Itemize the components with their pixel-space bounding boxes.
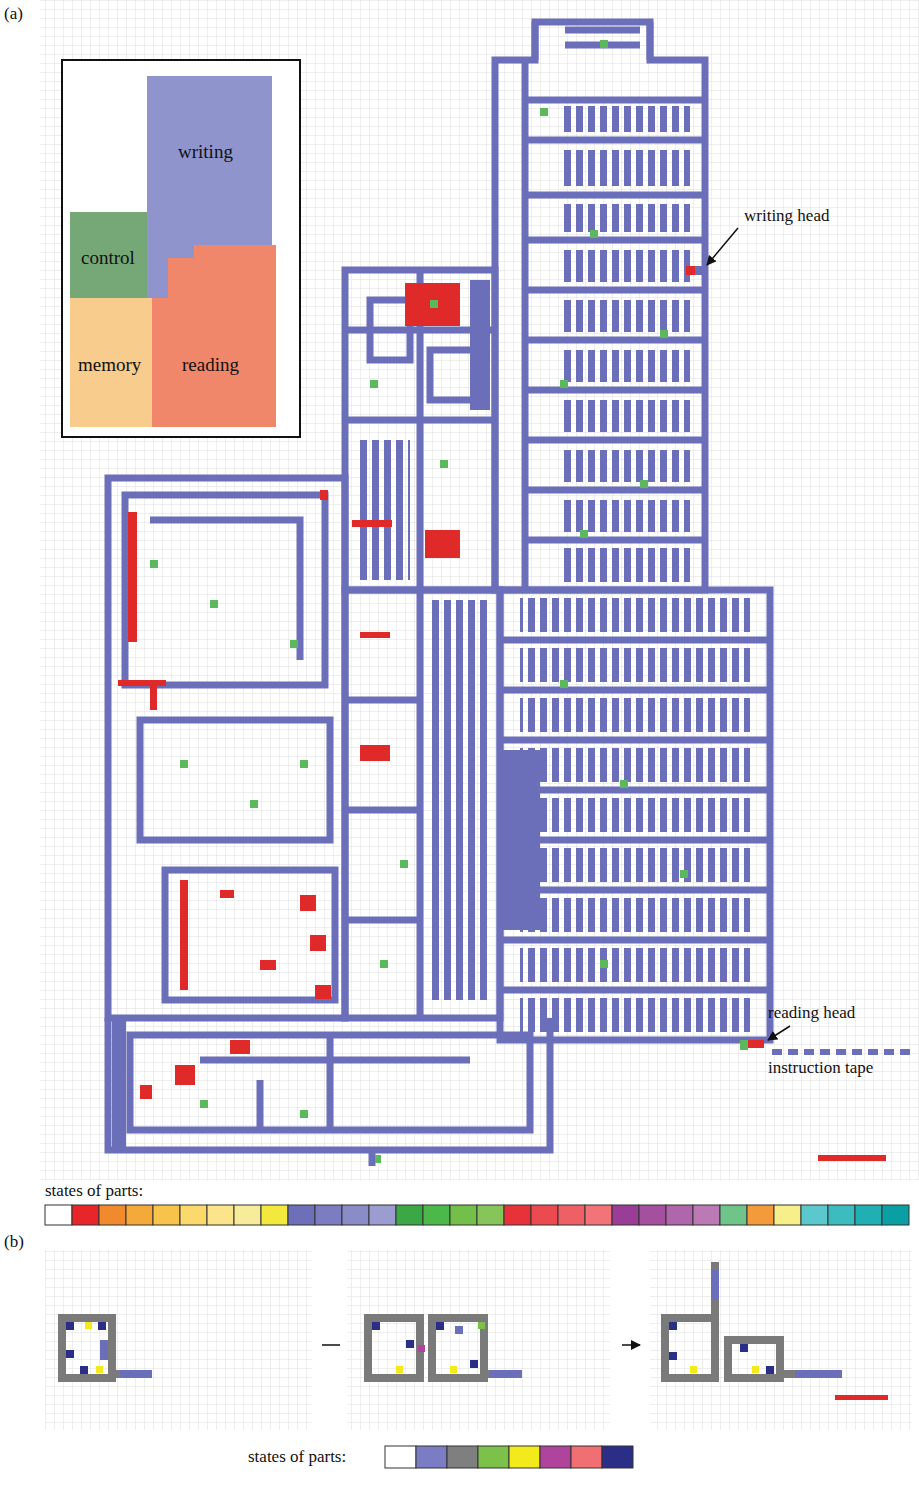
control-region: control (70, 212, 147, 298)
callout-label: writing head (744, 206, 829, 226)
panel-letter: (b) (4, 1232, 24, 1252)
region-label: control (81, 247, 135, 269)
region-shape (152, 245, 276, 427)
panel-letter: (a) (4, 4, 23, 24)
region-label: writing (178, 141, 233, 163)
legend-heading: states of parts: (45, 1181, 143, 1201)
memory-region: memory (70, 298, 152, 427)
region-label: memory (78, 354, 141, 376)
callout-label: instruction tape (768, 1058, 873, 1078)
region-label: reading (182, 354, 239, 376)
reading-region: reading (152, 245, 276, 427)
callout-label: reading head (768, 1003, 855, 1023)
legend-heading: states of parts: (248, 1447, 346, 1467)
